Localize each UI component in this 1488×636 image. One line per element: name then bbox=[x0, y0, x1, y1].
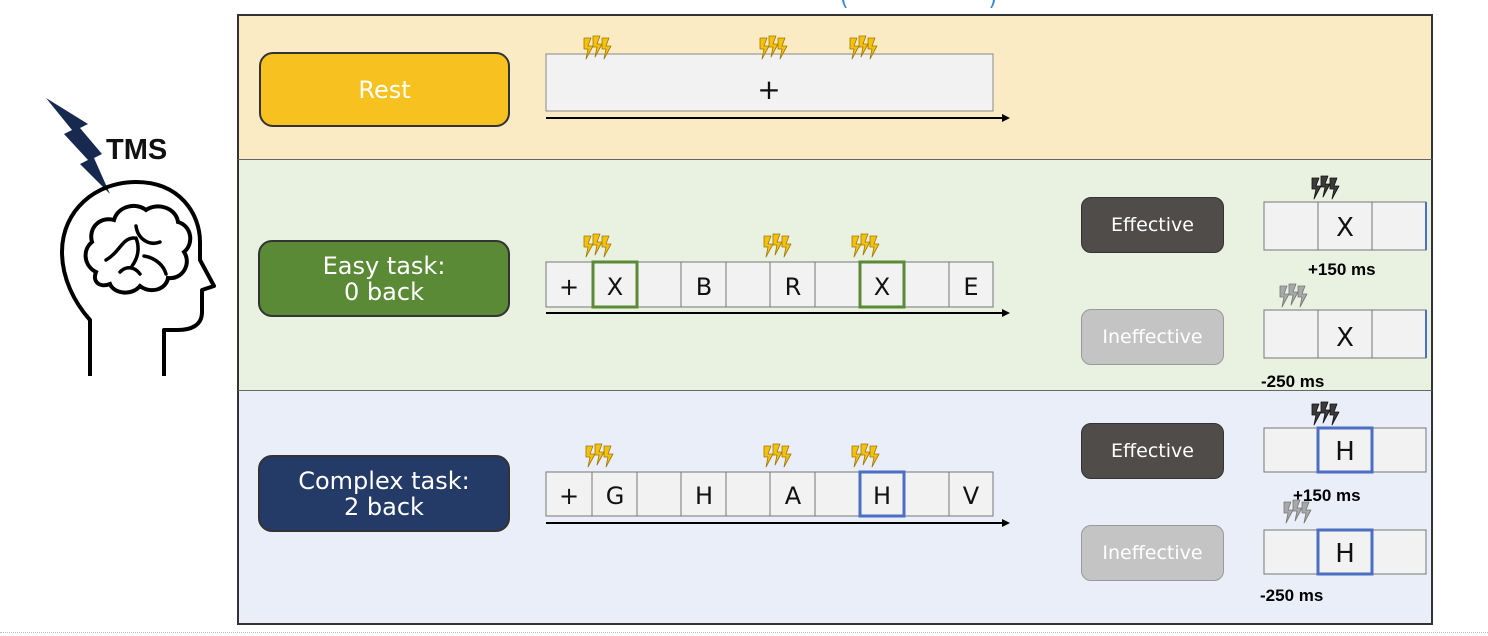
easy-effective-stimulus: X bbox=[1263, 175, 1427, 251]
complex-task-label: Complex task: 2 back bbox=[258, 455, 510, 532]
complex-effective-label: Effective bbox=[1081, 423, 1224, 479]
tms-pulse-icon bbox=[763, 443, 792, 468]
tms-pulse-icon bbox=[1311, 175, 1340, 200]
tms-pulse-icon bbox=[585, 443, 614, 468]
tms-pulse-icon bbox=[1283, 499, 1312, 524]
easy-effective-letter: X bbox=[1336, 213, 1354, 243]
easy-cell-0: + bbox=[559, 273, 579, 301]
complex-ineffective-letter: H bbox=[1335, 539, 1355, 569]
easy-cell-3: B bbox=[696, 273, 712, 301]
complex-task-timeline: + G H A H V bbox=[545, 443, 1010, 527]
complex-ineffective-timing: -250 ms bbox=[1260, 586, 1324, 605]
easy-ineffective-letter: X bbox=[1336, 323, 1354, 353]
easy-cell-9: E bbox=[963, 273, 978, 301]
easy-ineffective-label: Ineffective bbox=[1081, 309, 1224, 365]
header-title: ( ) bbox=[840, 0, 997, 11]
complex-effective-stimulus: H bbox=[1263, 401, 1427, 474]
easy-cell-5: R bbox=[785, 273, 802, 301]
brain-head-icon bbox=[46, 98, 216, 376]
rest-fixation-cross: + bbox=[757, 73, 780, 106]
easy-ineffective-timing: -250 ms bbox=[1261, 372, 1325, 391]
easy-cell-7: X bbox=[874, 273, 890, 301]
easy-cell-1: X bbox=[607, 273, 623, 301]
tms-bolt-icon bbox=[46, 98, 110, 194]
complex-cell-0: + bbox=[559, 482, 579, 510]
rest-timeline: + bbox=[545, 35, 1010, 122]
complex-cell-7: H bbox=[873, 482, 891, 510]
easy-task-label: Easy task: 0 back bbox=[258, 240, 510, 317]
complex-cell-3: H bbox=[695, 482, 713, 510]
easy-effective-label: Effective bbox=[1081, 197, 1224, 253]
tms-pulse-icon bbox=[1311, 401, 1340, 426]
tms-label: TMS bbox=[106, 134, 168, 166]
complex-ineffective-label: Ineffective bbox=[1081, 525, 1224, 581]
easy-cell-row bbox=[545, 260, 994, 309]
complex-cell-row bbox=[545, 470, 994, 518]
tms-pulse-icon bbox=[763, 233, 792, 258]
tms-pulse-icon bbox=[851, 443, 880, 468]
complex-effective-timing: +150 ms bbox=[1293, 486, 1361, 505]
easy-effective-timing: +150 ms bbox=[1308, 260, 1376, 279]
easy-task-timeline: + X B R X E bbox=[545, 233, 1010, 317]
complex-effective-letter: H bbox=[1335, 437, 1355, 467]
complex-cell-9: V bbox=[963, 482, 980, 510]
tms-pulse-icon bbox=[1279, 283, 1308, 308]
complex-ineffective-stimulus: H bbox=[1263, 499, 1427, 576]
tms-pulse-icon bbox=[851, 233, 880, 258]
complex-cell-5: A bbox=[785, 482, 802, 510]
easy-ineffective-stimulus: X bbox=[1263, 283, 1427, 359]
tms-pulse-icon bbox=[583, 233, 612, 258]
rest-label: Rest bbox=[259, 52, 510, 127]
complex-cell-1: G bbox=[606, 482, 625, 510]
page-divider bbox=[0, 632, 1488, 633]
